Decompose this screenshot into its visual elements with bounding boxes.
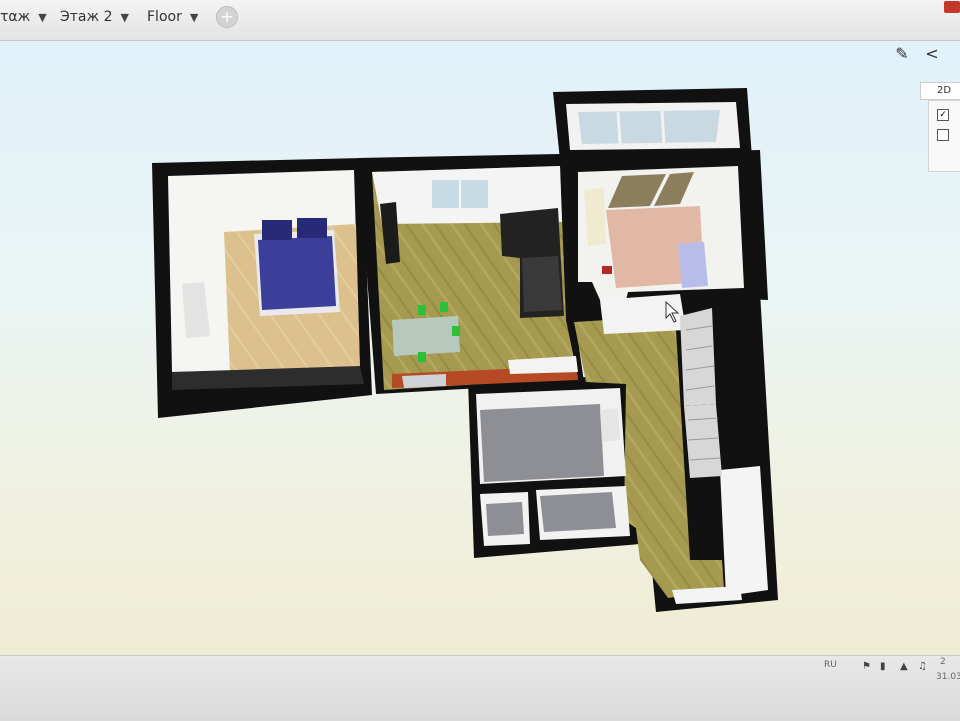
add-floor-button[interactable]: + — [216, 6, 238, 28]
view-2d-toggle[interactable]: 2D — [920, 82, 960, 100]
dropdown-arrow-icon[interactable]: ▼ — [120, 10, 129, 24]
bathroom — [476, 388, 626, 484]
hallway — [574, 294, 768, 604]
tab-label: Этаж 2 — [60, 9, 113, 25]
account-indicator[interactable] — [944, 0, 960, 14]
language-indicator[interactable]: RU — [824, 660, 837, 670]
tab-label: Floor — [147, 9, 182, 25]
sofa[interactable] — [500, 208, 564, 318]
tab-floor-1[interactable]: ταж ▼ — [0, 6, 47, 28]
battery-icon[interactable]: ▮ — [880, 661, 886, 672]
os-taskbar — [0, 655, 960, 721]
dropdown-arrow-icon[interactable]: ▼ — [189, 10, 199, 24]
balcony — [553, 88, 752, 160]
paint-bucket-icon[interactable]: ✎ — [895, 44, 909, 63]
tab-floor-2[interactable]: Этаж 2 ▼ — [60, 6, 129, 28]
bed[interactable] — [254, 218, 340, 316]
floor-tab-bar: ταж ▼ Этаж 2 ▼ Floor ▼ + — [0, 0, 960, 41]
layer-checkbox-2[interactable] — [937, 129, 949, 141]
user-avatar-icon — [944, 1, 960, 13]
toilet-room — [480, 486, 630, 546]
living-room — [372, 166, 578, 390]
clock-date[interactable]: 31.03 — [936, 672, 960, 682]
tab-label: ταж — [0, 9, 31, 25]
flag-icon[interactable]: ⚑ — [862, 661, 871, 672]
bedroom — [168, 170, 364, 390]
network-icon[interactable]: ▲ — [900, 661, 908, 672]
tab-floor-3[interactable]: Floor ▼ — [147, 6, 198, 28]
layer-options-panel: ✓ — [928, 100, 960, 172]
plus-icon: + — [220, 7, 234, 26]
clock-time[interactable]: 2 — [940, 657, 946, 667]
tv[interactable] — [380, 202, 400, 264]
wardrobe[interactable] — [182, 282, 210, 338]
bathtub[interactable] — [480, 404, 604, 482]
shower[interactable] — [540, 492, 616, 532]
layer-checkbox-1[interactable]: ✓ — [937, 109, 949, 121]
share-icon[interactable]: < — [925, 44, 939, 63]
mouse-cursor-icon — [665, 300, 680, 323]
closet[interactable] — [680, 308, 722, 478]
volume-icon[interactable]: ♫ — [918, 661, 927, 672]
kitchen — [578, 166, 744, 300]
dropdown-arrow-icon[interactable]: ▼ — [38, 10, 47, 24]
dining-table[interactable] — [392, 302, 460, 362]
